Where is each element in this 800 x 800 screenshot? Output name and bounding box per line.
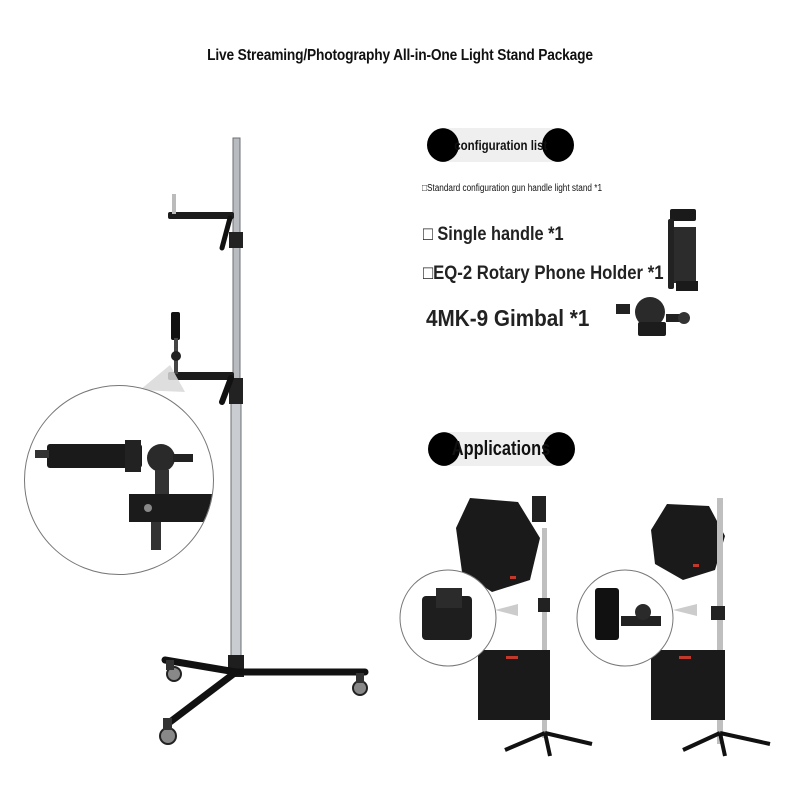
softbox-icon [651,504,725,580]
softbox-icon [456,498,540,592]
pill-cap-right-icon [543,432,575,466]
page-title: Live Streaming/Photography All-in-One Li… [207,47,593,64]
pill-cap-left-icon [428,432,460,466]
config-line-gimbal: 4MK-9 Gimbal *1 [426,305,590,331]
pill-cap-left-icon [427,128,459,162]
config-line-handle: □ Single handle *1 [423,224,564,245]
application-scene-2 [576,498,771,757]
config-section-heading: configuration list [427,128,574,162]
applications-section-heading: Applications [428,432,575,466]
phone-holder-detail-circle [24,385,214,575]
application-scene-1 [399,496,593,757]
config-line-phone-holder: □EQ-2 Rotary Phone Holder *1 [423,263,664,284]
gimbal-head-icon [616,297,690,336]
config-line-stand: □Standard configuration gun handle light… [422,183,603,194]
phone-holder-icon [668,209,698,291]
pill-cap-right-icon [542,128,574,162]
